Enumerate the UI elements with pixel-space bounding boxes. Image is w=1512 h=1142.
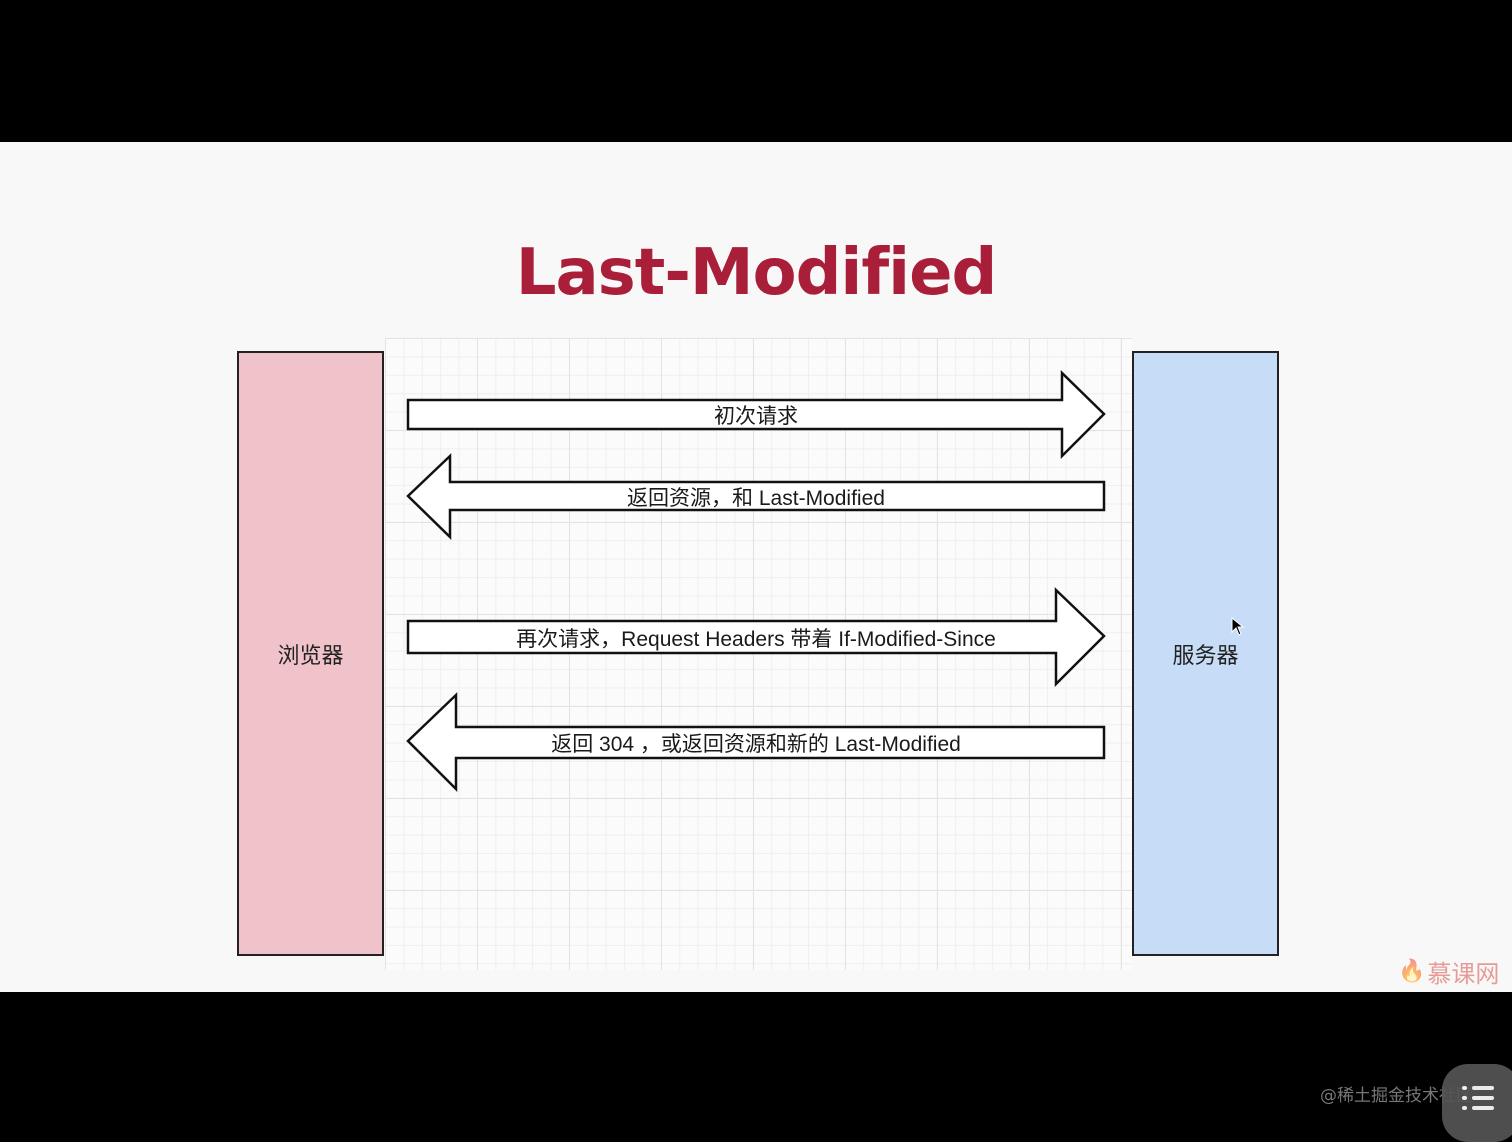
message-label-4: 返回 304 ，或返回资源和新的 Last-Modified [551, 733, 961, 756]
message-label-3: 再次请求，Request Headers 带着 If-Modified-Sinc… [516, 628, 996, 651]
arrow-request-1 [406, 370, 1106, 460]
menu-button[interactable] [1442, 1064, 1512, 1142]
list-icon-bar [1472, 1106, 1494, 1110]
arrow-response-1 [406, 453, 1106, 540]
mouse-cursor-icon [1231, 617, 1245, 636]
arrow-request-2 [406, 587, 1106, 688]
list-icon [1462, 1086, 1467, 1090]
message-label-2: 返回资源，和 Last-Modified [627, 487, 885, 510]
logo: 🔥 慕课网 [1398, 954, 1499, 989]
list-icon-dot [1462, 1106, 1467, 1110]
server-label: 服务器 [1172, 643, 1239, 669]
flame-icon: 🔥 [1398, 959, 1426, 984]
list-icon-bar [1472, 1096, 1494, 1100]
list-icon-bar [1472, 1086, 1494, 1090]
logo-text: 慕课网 [1427, 960, 1500, 988]
slide-title: Last-Modified [515, 236, 998, 310]
arrow-response-2-shape [406, 692, 1106, 793]
list-icon-dot [1462, 1096, 1467, 1100]
browser-label: 浏览器 [277, 643, 344, 669]
message-label-1: 初次请求 [714, 405, 798, 428]
server-box: 服务器 [1132, 351, 1279, 956]
watermark: @稀土掘金技术社区 [1320, 1086, 1473, 1106]
browser-box: 浏览器 [237, 351, 384, 956]
